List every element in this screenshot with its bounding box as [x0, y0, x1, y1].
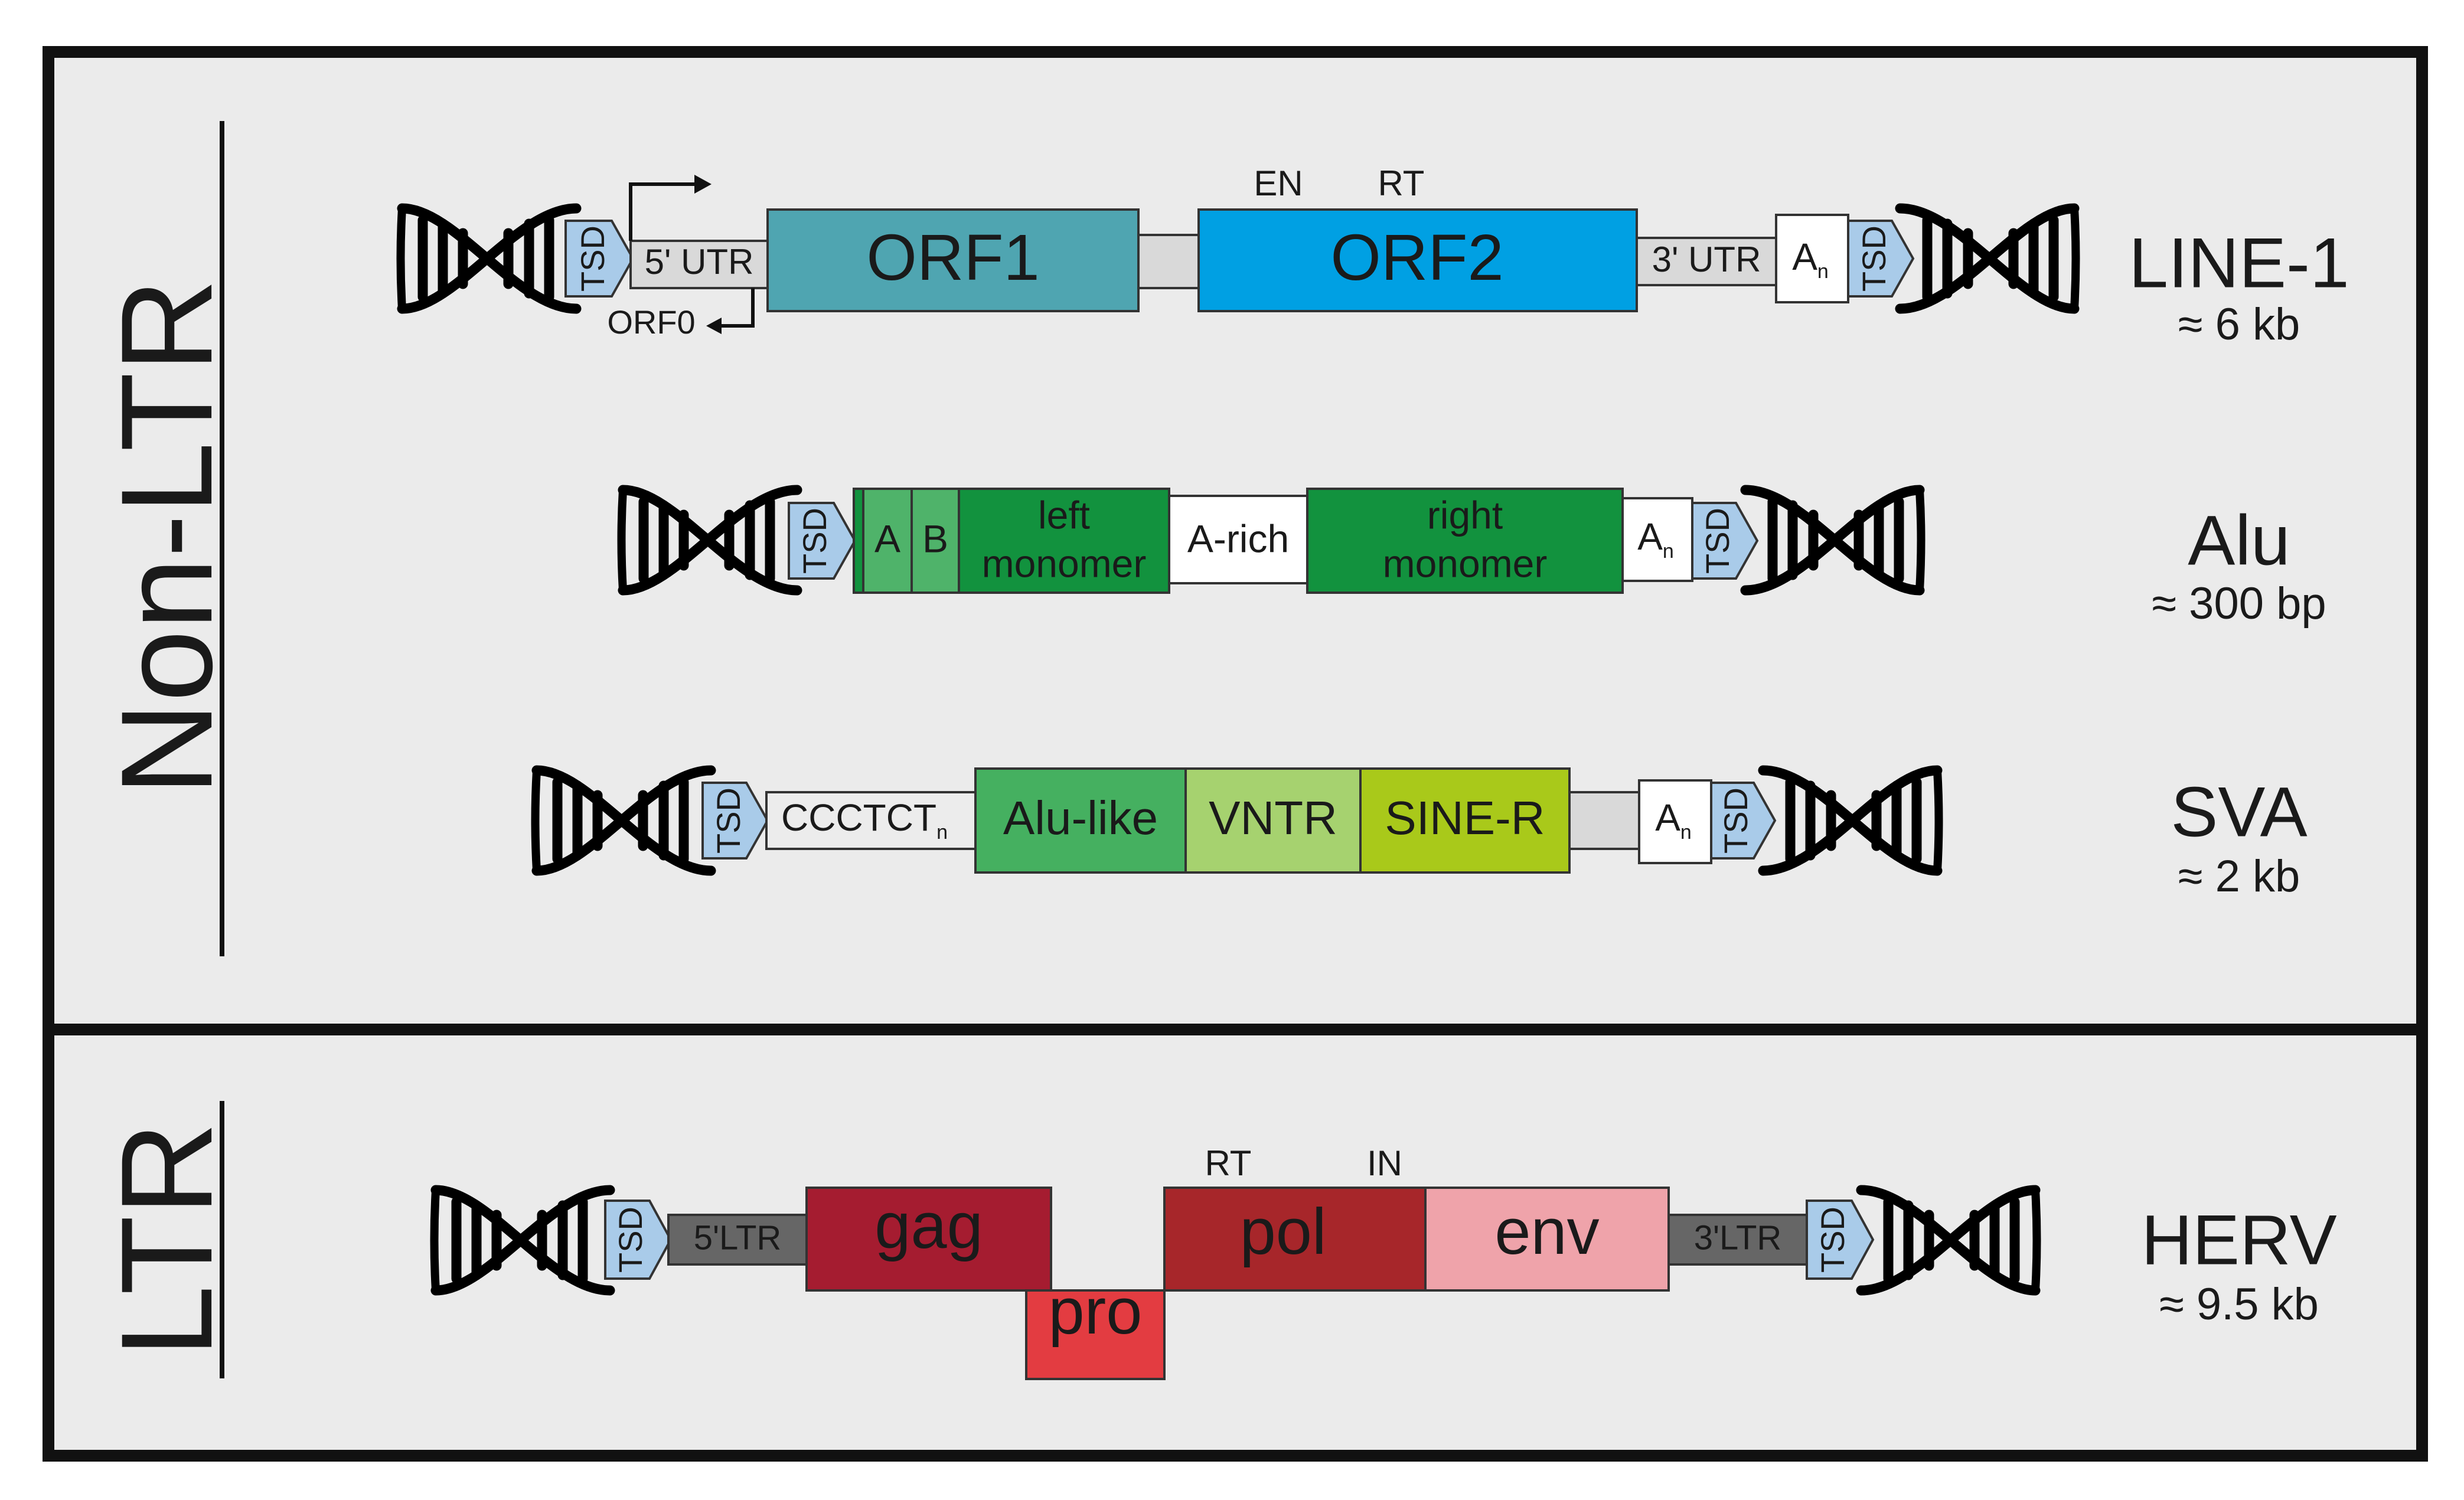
non-ltr-label: Non-LTR: [94, 279, 239, 796]
tsd-right: [1806, 1200, 1875, 1280]
sva-sine-r: [1359, 767, 1571, 874]
sva-alu-like-label: Alu-like: [1003, 792, 1158, 844]
sva-vntr: [1184, 767, 1362, 874]
tsd-left-label: TSD: [612, 1207, 649, 1273]
line1-3utr: [1636, 237, 1777, 286]
tsd-right: [1691, 502, 1759, 580]
tsd-right: [1710, 782, 1777, 860]
herv-name: HERV: [2141, 1201, 2336, 1280]
tsd-left: [701, 782, 769, 860]
antisense-arrowhead-icon: [706, 318, 722, 334]
alu-left-monomer-label-2: monomer: [982, 541, 1147, 585]
herv-env: [1424, 1187, 1670, 1292]
orf0-label: ORF0: [607, 303, 695, 341]
tsd-left: [788, 502, 857, 580]
alu-right-monomer-label-2: monomer: [1383, 541, 1548, 585]
sva-polya: [1638, 779, 1712, 864]
alu-b-box-label: B: [922, 517, 948, 560]
herv-3ltr-label: 3'LTR: [1694, 1218, 1782, 1257]
alu-start-bar: [853, 488, 864, 594]
en-domain-label: EN: [1254, 164, 1303, 203]
sense-arrowhead-icon: [694, 175, 712, 194]
sva-sine-r-label: SINE-R: [1385, 792, 1545, 844]
tsd-right-label: TSD: [1814, 1207, 1851, 1273]
alu-a-rich: [1168, 495, 1308, 584]
orf2-label: ORF2: [1330, 221, 1503, 294]
sva-vntr-label: VNTR: [1209, 792, 1337, 844]
herv-pol: [1163, 1187, 1427, 1292]
alu-a-box: [862, 488, 913, 594]
sva-size: ≈ 2 kb: [2178, 851, 2300, 901]
herv-env-label: env: [1494, 1195, 1599, 1268]
herv-pro-label: pro: [1049, 1275, 1143, 1348]
tsd-left-label: TSD: [796, 508, 833, 574]
alu-element: TSD A B left monomer A-rich right monome…: [622, 489, 2326, 629]
herv-pol-label: pol: [1240, 1195, 1327, 1268]
sva-element: TSD CCCTCTn Alu-like VNTR SINE-R An TSD …: [536, 769, 2308, 901]
tsd-right-label: TSD: [1699, 508, 1736, 574]
line1-name: LINE-1: [2129, 224, 2349, 303]
tsd-right-label: TSD: [1717, 787, 1754, 854]
orf1-label: ORF1: [866, 221, 1039, 294]
line1-size: ≈ 6 kb: [2178, 299, 2300, 349]
inter-orf-spacer: [1137, 234, 1200, 289]
tsd-left-label: TSD: [710, 787, 747, 854]
herv-rt-label: RT: [1205, 1143, 1252, 1183]
herv-5ltr: [667, 1214, 808, 1266]
orf1-box: [766, 208, 1140, 312]
line1-polya-label: An: [1792, 236, 1829, 283]
sva-hexamer: [765, 791, 977, 850]
line1-3utr-label: 3' UTR: [1652, 240, 1761, 279]
sva-name: SVA: [2171, 773, 2307, 852]
sva-alu-like: [974, 767, 1187, 874]
ltr-label: LTR: [94, 1122, 239, 1357]
herv-pro: [1025, 1289, 1166, 1380]
herv-size: ≈ 9.5 kb: [2159, 1279, 2319, 1329]
sense-promoter-arrow-icon: [629, 182, 697, 241]
herv-element: TSD 5'LTR gag pro pol RT IN env 3'LTR TS…: [435, 1143, 2337, 1380]
line1-element: TSD 5' UTR ORF0 ORF1 ORF2 EN RT 3' UTR A…: [401, 164, 2349, 349]
tsd-right: [1847, 220, 1915, 298]
line1-polya: [1775, 214, 1849, 303]
sva-hexamer-label: CCCTCTn: [781, 796, 948, 844]
tsd-right-label: TSD: [1855, 226, 1892, 292]
alu-polya-label: An: [1637, 515, 1674, 563]
alu-size: ≈ 300 bp: [2152, 579, 2326, 629]
herv-5ltr-label: 5'LTR: [694, 1218, 782, 1257]
tsd-left: [564, 220, 635, 298]
alu-a-rich-label: A-rich: [1187, 517, 1289, 560]
sva-spacer: [1568, 791, 1640, 850]
line1-5utr-label: 5' UTR: [645, 242, 754, 282]
alu-right-monomer: [1306, 488, 1624, 594]
herv-in-label: IN: [1367, 1143, 1402, 1183]
rt-domain-label: RT: [1378, 164, 1425, 203]
herv-gag-label: gag: [874, 1189, 983, 1262]
alu-right-monomer-label-1: right: [1427, 493, 1503, 537]
line1-5utr: [629, 240, 769, 289]
herv-gag: [805, 1187, 1052, 1292]
sva-polya-label: An: [1655, 796, 1692, 844]
alu-left-monomer: [958, 488, 1170, 594]
alu-name: Alu: [2188, 501, 2290, 580]
tsd-left-label: TSD: [574, 226, 611, 292]
antisense-promoter-arrow-icon: [717, 288, 755, 328]
alu-left-monomer-label-1: left: [1038, 493, 1090, 537]
alu-a-box-label: A: [874, 517, 900, 560]
tsd-left: [604, 1200, 673, 1280]
